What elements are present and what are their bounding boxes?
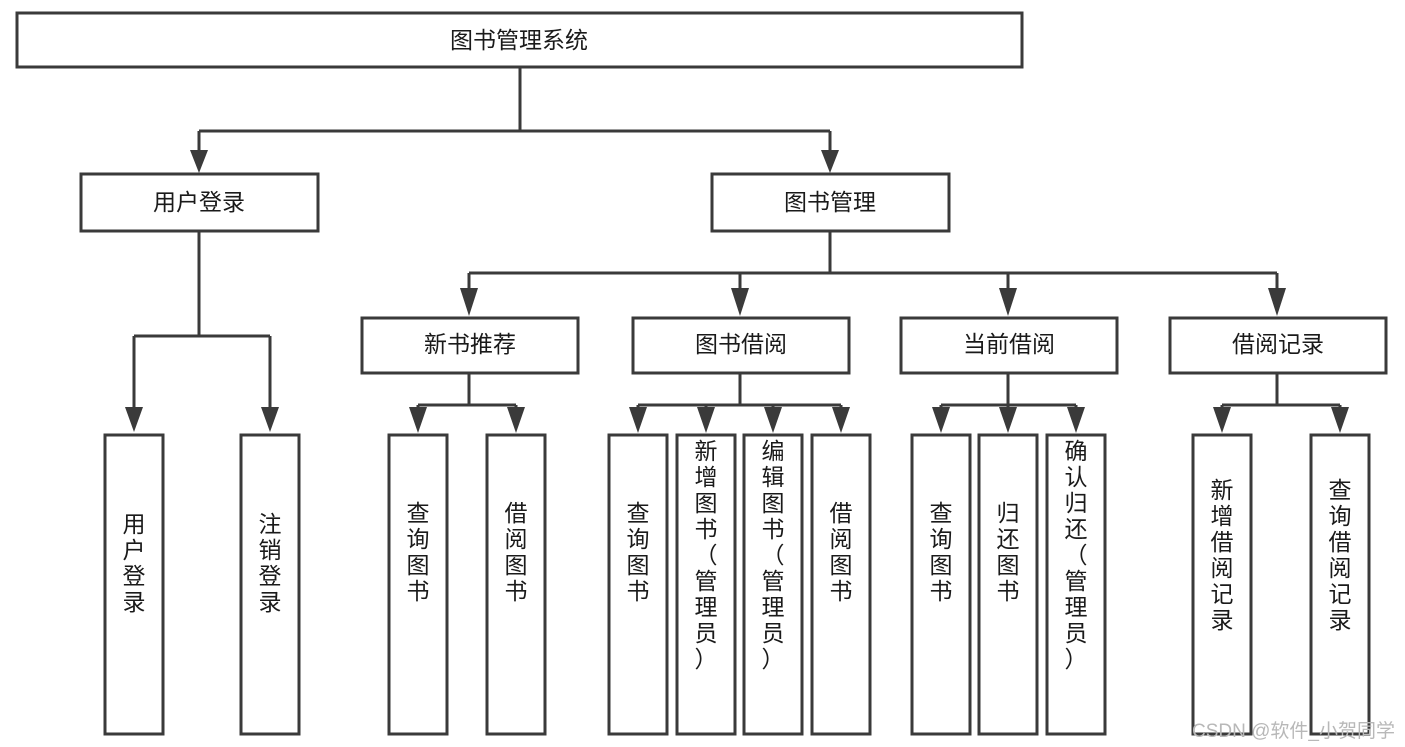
leaf-node-borrowrecord-query[interactable]: 查询借阅记录 (1309, 433, 1371, 736)
leaf-user-login-login-label: 用户登录 (123, 511, 146, 615)
node-book-management-label: 图书管理 (784, 189, 876, 215)
leaf-bookborrow-borrow-box (810, 433, 872, 736)
connector-group-book-borrow (629, 373, 850, 433)
node-book-borrow-label: 图书借阅 (695, 331, 787, 357)
node-root-label: 图书管理系统 (450, 27, 588, 53)
node-new-book-recommend-label: 新书推荐 (424, 331, 516, 357)
leaf-user-login-login-box (103, 433, 165, 736)
node-current-borrow[interactable]: 当前借阅 (899, 316, 1119, 375)
arrow-user-login-leaf-1 (125, 407, 143, 432)
leaf-node-user-login-login[interactable]: 用户登录 (103, 433, 165, 736)
node-book-management[interactable]: 图书管理 (710, 172, 951, 233)
leaf-borrowrecord-query-box (1309, 433, 1371, 736)
arrow-newbook-leaf-1 (409, 407, 427, 433)
connector-group-book-manage (460, 231, 1286, 316)
connector-group-current-borrow (932, 373, 1085, 433)
leaf-node-user-login-logout[interactable]: 注销登录 (239, 433, 301, 736)
arrow-currentborrow-leaf-1 (932, 407, 950, 433)
leaf-node-bookborrow-borrow[interactable]: 借阅图书 (810, 433, 872, 736)
leaf-newbook-borrow-label: 借阅图书 (505, 500, 528, 604)
node-book-borrow-box (631, 316, 851, 375)
leaf-borrowrecord-query-label: 查询借阅记录 (1329, 477, 1352, 633)
leaf-node-currentborrow-query[interactable]: 查询图书 (910, 433, 972, 736)
arrow-newbook-leaf-2 (507, 407, 525, 433)
leaf-bookborrow-edit-box (742, 433, 804, 736)
node-user-login[interactable]: 用户登录 (79, 172, 320, 233)
arrow-to-book-borrow (731, 288, 749, 316)
leaf-newbook-borrow-box (485, 433, 547, 736)
connector-group-new-book-recommend (409, 373, 525, 433)
arrow-to-borrow-record (1268, 288, 1286, 316)
connector-group-borrow-record (1213, 373, 1349, 433)
leaf-currentborrow-query-box (910, 433, 972, 736)
arrow-root-to-book-manage (821, 150, 839, 173)
leaf-borrowrecord-add-box (1191, 433, 1253, 736)
leaf-currentborrow-confirm-box (1045, 433, 1107, 736)
leaf-node-currentborrow-return[interactable]: 归还图书 (977, 433, 1039, 736)
node-book-management-box (710, 172, 951, 233)
leaf-currentborrow-confirm-label: 确认归还（管理员） (1065, 438, 1088, 672)
node-new-book-recommend-box (360, 316, 580, 375)
node-root-book-management-system[interactable]: 图书管理系统 (15, 11, 1024, 69)
leaf-bookborrow-add-box (675, 433, 737, 736)
leaf-node-bookborrow-edit[interactable]: 编辑图书（管理员） (742, 433, 804, 736)
arrow-user-login-leaf-2 (261, 407, 279, 432)
node-user-login-box (79, 172, 320, 233)
leaf-bookborrow-borrow-label: 借阅图书 (830, 500, 853, 604)
node-new-book-recommend[interactable]: 新书推荐 (360, 316, 580, 375)
leaf-node-bookborrow-query[interactable]: 查询图书 (607, 433, 669, 736)
node-current-borrow-box (899, 316, 1119, 375)
node-root-box (15, 11, 1024, 69)
leaf-bookborrow-add-label: 新增图书（管理员） (695, 438, 718, 672)
leaf-newbook-query-label: 查询图书 (407, 500, 430, 604)
leaf-currentborrow-return-label: 归还图书 (997, 500, 1020, 604)
leaf-bookborrow-edit-label: 编辑图书（管理员） (762, 438, 785, 672)
leaf-user-login-logout-label: 注销登录 (259, 511, 282, 615)
leaf-node-newbook-query[interactable]: 查询图书 (387, 433, 449, 736)
arrow-bookborrow-leaf-2 (697, 407, 715, 433)
leaf-bookborrow-query-box (607, 433, 669, 736)
leaf-user-login-logout-box (239, 433, 301, 736)
arrow-to-new-book-recommend (460, 288, 478, 316)
arrow-root-to-user-login (190, 150, 208, 173)
leaf-bookborrow-query-label: 查询图书 (627, 500, 650, 604)
arrow-borrowrecord-leaf-1 (1213, 407, 1231, 433)
leaf-node-borrowrecord-add[interactable]: 新增借阅记录 (1191, 433, 1253, 736)
node-borrow-record-box (1168, 316, 1388, 375)
node-current-borrow-label: 当前借阅 (963, 331, 1055, 357)
leaf-node-currentborrow-confirm[interactable]: 确认归还（管理员） (1045, 433, 1107, 736)
leaf-node-bookborrow-add[interactable]: 新增图书（管理员） (675, 433, 737, 736)
node-book-borrow[interactable]: 图书借阅 (631, 316, 851, 375)
connector-group-user-login (125, 231, 279, 432)
arrow-currentborrow-leaf-3 (1067, 407, 1085, 433)
node-borrow-record-label: 借阅记录 (1232, 331, 1324, 357)
arrow-bookborrow-leaf-4 (832, 407, 850, 433)
arrow-to-current-borrow (999, 288, 1017, 316)
leaf-currentborrow-query-label: 查询图书 (930, 500, 953, 604)
leaf-newbook-query-box (387, 433, 449, 736)
arrow-borrowrecord-leaf-2 (1331, 407, 1349, 433)
leaf-borrowrecord-add-label: 新增借阅记录 (1211, 477, 1234, 633)
arrow-bookborrow-leaf-1 (629, 407, 647, 433)
node-borrow-record[interactable]: 借阅记录 (1168, 316, 1388, 375)
node-user-login-label: 用户登录 (153, 189, 245, 215)
connector-group-root (190, 67, 839, 173)
arrow-currentborrow-leaf-2 (999, 407, 1017, 433)
arrow-bookborrow-leaf-3 (764, 407, 782, 433)
leaf-currentborrow-return-box (977, 433, 1039, 736)
leaf-node-newbook-borrow[interactable]: 借阅图书 (485, 433, 547, 736)
